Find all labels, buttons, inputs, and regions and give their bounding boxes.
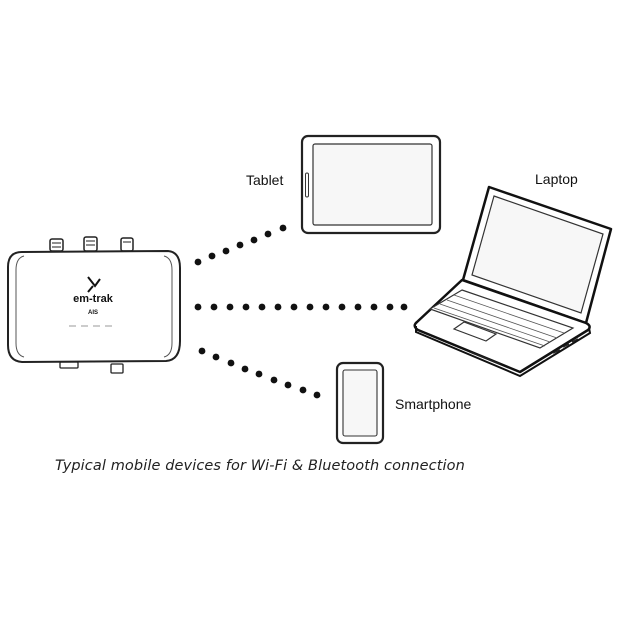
tablet-screen — [312, 143, 433, 226]
connector-top-right — [120, 237, 134, 252]
diagram-caption: Typical mobile devices for Wi-Fi & Bluet… — [55, 458, 465, 474]
ais-unit-body — [7, 249, 181, 364]
ais-unit-model: AIS — [88, 310, 98, 316]
em-trak-logo-icon — [87, 276, 101, 293]
dotted-link-tablet — [194, 224, 287, 266]
smartphone-device — [335, 361, 385, 445]
ais-unit: em-trak AIS — [7, 236, 181, 374]
laptop-touchpad — [452, 321, 498, 342]
laptop-screen — [471, 195, 604, 314]
ais-unit-brand: em-trak — [73, 293, 114, 305]
connector-bottom-left — [59, 361, 79, 369]
connector-bottom-right — [110, 363, 124, 374]
dotted-link-smartphone — [198, 347, 321, 399]
connector-top-left — [49, 238, 64, 252]
tablet-label: Tablet — [246, 172, 284, 188]
smartphone-label: Smartphone — [395, 396, 472, 412]
laptop-label: Laptop — [535, 171, 578, 187]
tablet-home-button — [305, 172, 309, 198]
connector-top-middle — [83, 236, 98, 252]
tablet-device — [300, 134, 442, 235]
dotted-link-laptop — [194, 303, 408, 311]
laptop-device — [413, 185, 613, 378]
laptop-ports — [552, 338, 579, 354]
smartphone-screen — [342, 369, 378, 437]
